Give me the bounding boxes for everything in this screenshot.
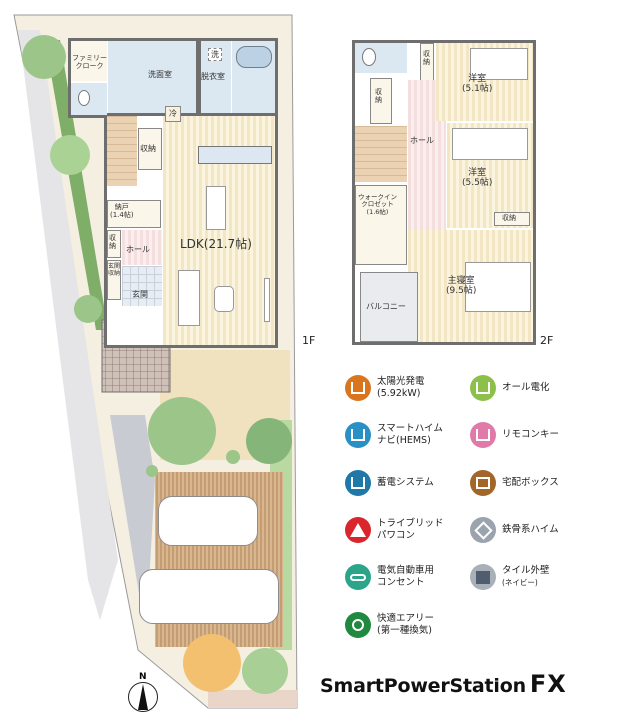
fridge [165,106,181,122]
legend-delivery-box: 宅配ボックス [470,470,559,496]
room-dressing: 脱衣室 [201,72,225,81]
legend-smart-heim-navi: スマートハイムナビ(HEMS) [345,422,443,448]
steel-frame-heim-icon [470,517,496,543]
all-electric-icon [470,375,496,401]
room-pantry: 納戸 (1.4帖) [110,203,134,220]
battery-system-icon [345,470,371,496]
room-western-1: 洋室 (5.1帖) [462,74,493,95]
legend-tile-exterior: タイル外壁(ネイビー) [470,564,550,590]
room-entrance: 玄関 [132,290,148,299]
brand-suffix: FX [529,670,567,698]
bed-double [465,262,531,312]
room-storage-stairs: 収納 [140,144,156,153]
sofa [178,270,200,326]
room-family-cloak: ファミリー クローク [72,54,107,71]
remote-key-icon [470,422,496,448]
smart-heim-navi-icon [345,422,371,448]
room-walk-in-closet: ウォークイン クロゼット (1.6帖) [358,193,397,216]
toilet-icon [362,48,376,66]
room-ldk: LDK(21.7帖) [180,237,252,251]
legend-steel-frame-heim: 鉄骨系ハイム [470,517,559,543]
solar-power-icon [345,375,371,401]
bathtub-icon [236,46,272,68]
legend-all-electric: オール電化 [470,375,550,401]
room-entry-storage: 玄関 収納 [108,263,121,277]
floor-tag-1f: 1F [302,334,316,347]
room-fridge: 冷 [169,109,177,118]
floor-plan-2f: 収 納 収 納 ホール 洋室 (5.1帖) 洋室 (5.5帖) 収納 ウォークイ… [352,40,536,345]
bed [452,128,528,160]
legend-tribrid-power-conditioner: トライブリッドパワコン [345,517,444,543]
tree [74,295,102,323]
legend-comfort-airy: 快適エアリー(第一種換気) [345,612,434,638]
tree [50,135,90,175]
room-laundry: 洗 [208,48,222,62]
ev-outlet-icon [345,564,371,590]
floor-tag-2f: 2F [540,334,554,347]
dining-table [206,186,226,230]
room-balcony: バルコニー [366,302,406,311]
floor-plan-1f: ファミリー クローク 洗面室 洗 脱衣室 収納 納戸 (1.4帖) 収 納 ホー… [68,38,278,348]
tree [242,648,288,694]
car-compact [158,496,258,546]
brand-name: SmartPowerStation [320,675,526,697]
room-washroom: 洗面室 [148,70,172,79]
tv-stand [264,278,270,322]
toilet-icon [78,90,90,106]
tile-exterior-icon [470,564,496,590]
room-master-bedroom: 主寝室 (9.5帖) [446,276,477,297]
legend-remote-key: リモコンキー [470,422,559,448]
car-suv [139,569,279,624]
kitchen-counter [198,146,272,164]
room-storage-hall: 収 納 [109,234,116,251]
room-storage-top: 収 納 [423,50,430,67]
room-hall-2f: ホール [410,136,434,145]
coffee-table [214,286,234,312]
legend-battery-system: 蓄電システム [345,470,434,496]
tree [226,450,240,464]
tribrid-power-conditioner-icon [345,517,371,543]
tree [146,465,158,477]
compass-label: N [139,672,147,682]
bed [470,48,528,80]
north-compass: N [127,672,159,714]
delivery-box-icon [470,470,496,496]
room-storage-left: 収 納 [375,88,382,105]
legend-ev-outlet: 電気自動車用コンセント [345,564,434,590]
tree [246,418,292,464]
north-arrow-icon [138,684,148,710]
tree [22,35,66,79]
room-storage-right: 収納 [502,214,516,222]
comfort-airy-icon [345,612,371,638]
tree [183,634,241,692]
legend-solar-power: 太陽光発電(5.92kW) [345,375,425,401]
room-western-2: 洋室 (5.5帖) [462,168,493,189]
tree [148,397,216,465]
room-hall: ホール [126,245,150,254]
